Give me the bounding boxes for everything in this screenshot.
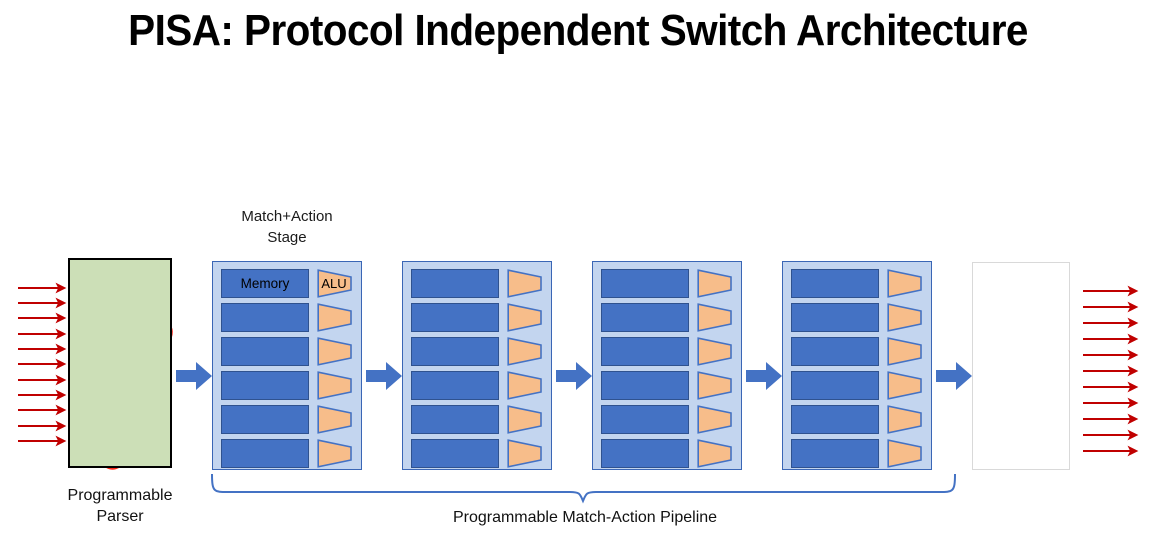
- memory-block[interactable]: [601, 405, 689, 434]
- stage-row: [601, 371, 733, 400]
- stage-row: [221, 439, 353, 468]
- stage-row: [221, 405, 353, 434]
- memory-block[interactable]: [411, 303, 499, 332]
- memory-block[interactable]: Memory: [221, 269, 309, 298]
- memory-block[interactable]: [601, 303, 689, 332]
- memory-block[interactable]: [791, 269, 879, 298]
- alu-block[interactable]: [317, 405, 355, 434]
- pipeline-brace: [211, 473, 956, 504]
- stage-row: [791, 303, 923, 332]
- memory-block[interactable]: [791, 303, 879, 332]
- stage-row: [411, 405, 543, 434]
- alu-block[interactable]: [697, 303, 735, 332]
- alu-block[interactable]: [317, 439, 355, 468]
- alu-block[interactable]: [887, 269, 925, 298]
- ingress-packet-arrows: [18, 282, 67, 447]
- alu-block[interactable]: [317, 303, 355, 332]
- alu-block[interactable]: [507, 269, 545, 298]
- stage-row: [791, 439, 923, 468]
- pipeline-flow-arrows: [176, 362, 972, 390]
- memory-block[interactable]: [221, 405, 309, 434]
- memory-block[interactable]: [791, 439, 879, 468]
- alu-block[interactable]: ALU: [317, 269, 355, 298]
- memory-block[interactable]: [411, 337, 499, 366]
- stage-label-line1: Match+Action: [241, 208, 333, 225]
- memory-block[interactable]: [791, 405, 879, 434]
- stage-row: [791, 371, 923, 400]
- memory-block[interactable]: [411, 269, 499, 298]
- stage-row: [601, 405, 733, 434]
- memory-block[interactable]: [601, 337, 689, 366]
- parser-label-line1: Programmable: [67, 487, 173, 504]
- stage-row: [221, 337, 353, 366]
- stage-row: [601, 439, 733, 468]
- alu-block[interactable]: [887, 439, 925, 468]
- egress-queue-block[interactable]: [972, 262, 1070, 470]
- match-action-stage-3[interactable]: [592, 261, 742, 470]
- memory-block[interactable]: [411, 405, 499, 434]
- memory-block[interactable]: [601, 439, 689, 468]
- stage-row: [411, 269, 543, 298]
- programmable-parser-label: Programmable Parser: [25, 485, 215, 527]
- memory-block[interactable]: [601, 269, 689, 298]
- alu-block[interactable]: [507, 303, 545, 332]
- alu-block[interactable]: [507, 405, 545, 434]
- match-action-stage-1[interactable]: Memory ALU: [212, 261, 362, 470]
- parser-label-line2: Parser: [96, 508, 144, 525]
- stage-row: [411, 337, 543, 366]
- memory-block[interactable]: [411, 439, 499, 468]
- alu-block[interactable]: [317, 337, 355, 366]
- stage-row: Memory ALU: [221, 269, 353, 298]
- alu-block[interactable]: [697, 439, 735, 468]
- match-action-stage-2[interactable]: [402, 261, 552, 470]
- stage-row: [411, 303, 543, 332]
- stage-row: [411, 439, 543, 468]
- memory-block[interactable]: [221, 303, 309, 332]
- stage-row: [791, 337, 923, 366]
- alu-block[interactable]: [697, 269, 735, 298]
- alu-block[interactable]: [697, 337, 735, 366]
- stage-row: [221, 371, 353, 400]
- programmable-parser-block[interactable]: [68, 258, 172, 468]
- stage-row: [601, 303, 733, 332]
- alu-block[interactable]: [887, 337, 925, 366]
- memory-block[interactable]: [221, 439, 309, 468]
- alu-block[interactable]: [317, 371, 355, 400]
- egress-packet-arrows: [1083, 285, 1139, 457]
- alu-block[interactable]: [697, 371, 735, 400]
- alu-block[interactable]: [887, 303, 925, 332]
- stage-row: [791, 269, 923, 298]
- memory-block[interactable]: [601, 371, 689, 400]
- stage-row: [411, 371, 543, 400]
- stage-row: [791, 405, 923, 434]
- pipeline-caption: Programmable Match-Action Pipeline: [452, 509, 718, 526]
- match-action-stage-4[interactable]: [782, 261, 932, 470]
- alu-block[interactable]: [887, 405, 925, 434]
- memory-block[interactable]: [791, 371, 879, 400]
- page-title: PISA: Protocol Independent Switch Archit…: [128, 6, 1028, 55]
- alu-block[interactable]: [887, 371, 925, 400]
- memory-block[interactable]: [221, 337, 309, 366]
- alu-label: ALU: [321, 276, 347, 291]
- stage-row: [221, 303, 353, 332]
- memory-block[interactable]: [791, 337, 879, 366]
- stage-row: [601, 337, 733, 366]
- alu-block[interactable]: [507, 371, 545, 400]
- memory-block[interactable]: [221, 371, 309, 400]
- stage-row: [601, 269, 733, 298]
- alu-block[interactable]: [507, 337, 545, 366]
- stage-label-line2: Stage: [267, 229, 307, 246]
- alu-block[interactable]: [697, 405, 735, 434]
- memory-block[interactable]: [411, 371, 499, 400]
- match-action-stage-label: Match+Action Stage: [202, 206, 372, 248]
- alu-block[interactable]: [507, 439, 545, 468]
